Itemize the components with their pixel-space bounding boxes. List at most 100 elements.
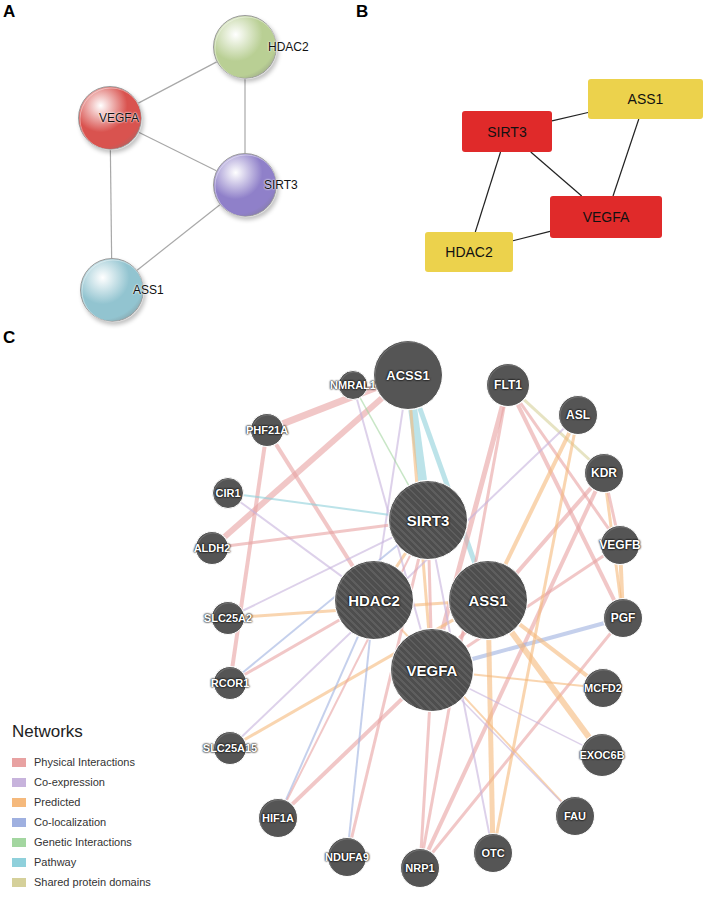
legend-swatch xyxy=(12,838,26,847)
interaction-line xyxy=(110,150,111,258)
gene-node: NMRAL1 xyxy=(338,370,368,400)
gene-node: PHF21A xyxy=(250,413,284,447)
legend-text: Co-localization xyxy=(34,816,106,828)
interaction-line xyxy=(421,712,429,848)
node-label: CIR1 xyxy=(215,487,240,499)
legend-swatch xyxy=(12,798,26,807)
legend-text: Co-expression xyxy=(34,776,105,788)
legend-text: Pathway xyxy=(34,856,76,868)
node-label: OTC xyxy=(481,847,504,859)
node-ring xyxy=(402,850,440,888)
query-gene-node: VEGFA xyxy=(390,628,474,712)
interaction-line xyxy=(429,560,431,628)
gene-node: ALDH2 xyxy=(195,531,229,565)
gene-node: KDR xyxy=(584,453,624,493)
gene-node: CIR1 xyxy=(212,477,244,509)
interaction-line xyxy=(138,62,216,103)
interaction-line xyxy=(241,502,342,576)
interaction-line xyxy=(139,132,217,171)
node-label: HDAC2 xyxy=(348,592,400,609)
node-label: SIRT3 xyxy=(487,124,526,140)
node-label: RCOR1 xyxy=(211,677,250,689)
node-label: ASL xyxy=(566,408,590,422)
interaction-line xyxy=(608,493,615,526)
protein-sphere: SIRT3 xyxy=(213,153,277,217)
gene-node: OTC xyxy=(473,833,513,873)
gene-node: RCOR1 xyxy=(213,666,247,700)
interaction-line xyxy=(360,398,408,485)
legend-row: Co-expression xyxy=(12,772,212,792)
hub-gene-box: SIRT3 xyxy=(462,111,552,152)
gene-box: HDAC2 xyxy=(425,232,513,272)
protein-sphere: ASS1 xyxy=(80,258,144,322)
legend-title: Networks xyxy=(12,722,212,742)
node-label: SIRT3 xyxy=(407,512,450,529)
gene-node: PGF xyxy=(603,598,643,638)
node-label: NDUFA9 xyxy=(325,851,369,863)
node-label: ALDH2 xyxy=(194,542,231,554)
node-label: FLT1 xyxy=(494,378,522,392)
node-label: VEGFB xyxy=(599,538,640,552)
gene-node: SLC25A15 xyxy=(213,731,247,765)
interaction-line xyxy=(229,525,388,546)
node-label: ACSS1 xyxy=(386,368,429,383)
gene-node: HIF1A xyxy=(258,798,298,838)
node-label: PHF21A xyxy=(246,424,288,436)
node-ring xyxy=(560,397,598,435)
node-ring xyxy=(375,342,443,410)
node-ring xyxy=(605,600,643,638)
interaction-line xyxy=(475,152,500,232)
panel-label: C xyxy=(3,328,15,348)
legend-row: Pathway xyxy=(12,852,212,872)
panel-label: A xyxy=(3,2,15,22)
node-label: NRP1 xyxy=(405,862,434,874)
interaction-line xyxy=(474,674,583,686)
legend-swatch xyxy=(12,858,26,867)
interaction-line xyxy=(292,699,401,804)
node-label: HDAC2 xyxy=(445,244,492,260)
gene-node: ACSS1 xyxy=(373,340,443,410)
interaction-line xyxy=(513,231,550,240)
node-ring xyxy=(336,562,414,640)
node-label: SLC25A15 xyxy=(203,742,257,754)
interaction-line xyxy=(470,689,583,745)
node-label: VEGFA xyxy=(407,662,458,679)
node-ring xyxy=(557,798,595,836)
protein-sphere: VEGFA xyxy=(78,86,142,150)
node-label: KDR xyxy=(591,466,617,480)
protein-sphere: HDAC2 xyxy=(213,15,277,79)
node-ring xyxy=(450,562,528,640)
panel-label: B xyxy=(356,2,368,22)
gene-box: ASS1 xyxy=(588,79,703,119)
node-label: HDAC2 xyxy=(268,40,309,54)
interaction-line xyxy=(461,700,561,802)
gene-node: VEGFB xyxy=(600,525,640,565)
node-ring xyxy=(392,630,474,712)
legend-swatch xyxy=(12,758,26,767)
node-label: EXOC6B xyxy=(579,749,624,761)
legend: NetworksPhysical InteractionsCo-expressi… xyxy=(12,722,212,892)
gene-node: FAU xyxy=(555,796,595,836)
interaction-line xyxy=(552,112,588,120)
node-label: VEGFA xyxy=(583,209,630,225)
legend-row: Shared protein domains xyxy=(12,872,212,892)
legend-text: Shared protein domains xyxy=(34,876,151,888)
interaction-line xyxy=(244,495,389,515)
node-label: ASS1 xyxy=(468,592,507,609)
query-gene-node: HDAC2 xyxy=(334,560,414,640)
node-label: SLC25A2 xyxy=(204,612,252,624)
node-label: PGF xyxy=(611,611,636,625)
gene-node: ASL xyxy=(558,395,598,435)
node-ring xyxy=(586,455,624,493)
interaction-line xyxy=(245,620,340,675)
node-label: NMRAL1 xyxy=(330,379,376,391)
interaction-line xyxy=(225,398,382,537)
legend-row: Genetic Interactions xyxy=(12,832,212,852)
interaction-line xyxy=(489,640,493,833)
node-ring xyxy=(215,17,277,79)
legend-swatch xyxy=(12,818,26,827)
node-label: ASS1 xyxy=(133,283,164,297)
legend-text: Physical Interactions xyxy=(34,756,135,768)
interaction-line xyxy=(244,79,245,153)
interaction-line xyxy=(613,119,639,196)
